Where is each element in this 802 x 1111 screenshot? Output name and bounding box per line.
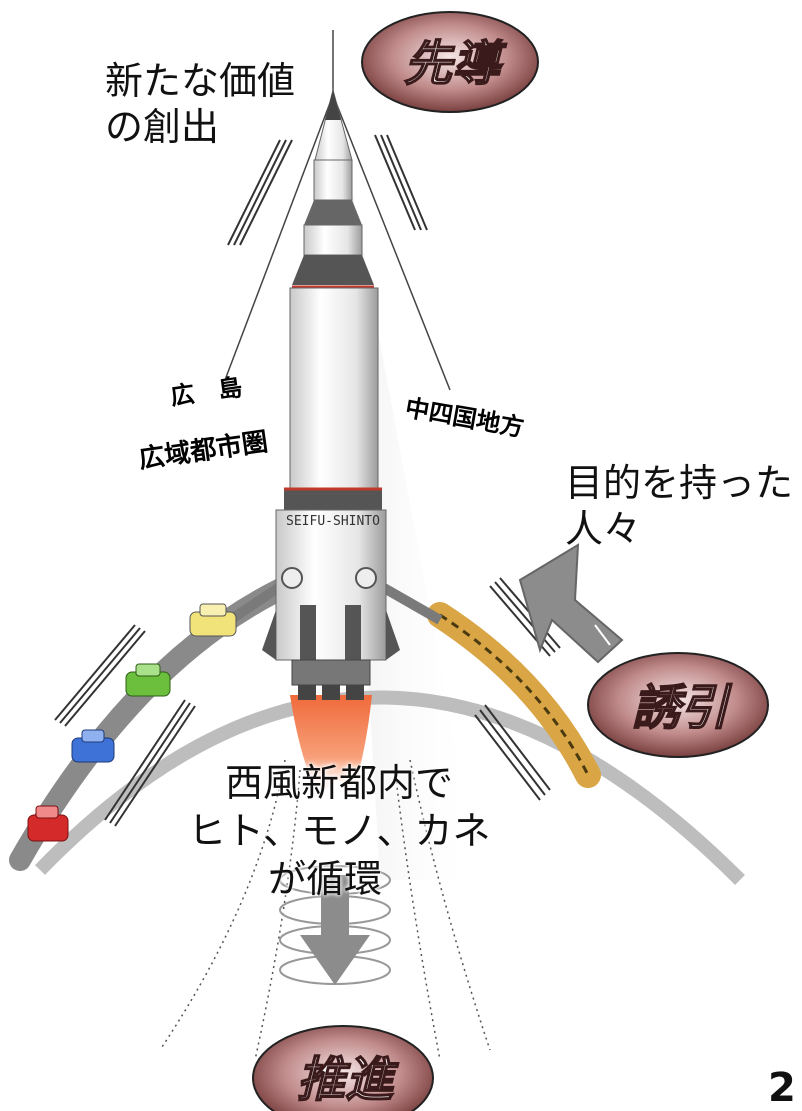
car-icon [27,805,69,842]
car-icon [125,663,171,697]
label-purposeful-people-line2: 人々 [565,507,642,551]
label-circulation-line1: 西風新都内で [225,761,454,805]
label-purposeful-people-line1: 目的を持った [565,461,794,505]
badge-top [361,11,539,113]
rocket-band-label: SEIFU-SHINTO [286,514,380,529]
badge-bottom-label: 推進 [297,1052,399,1108]
tip-lines [224,30,451,391]
label-new-value-line1: 新たな価値 [105,59,296,103]
label-circulation-line3: が循環 [268,857,383,901]
speed-lines [54,134,561,827]
badge-top-label: 先導 [404,36,507,92]
badge-right-label: 誘引 [632,680,733,736]
car-icon [189,603,237,637]
arrow-icon [300,875,370,985]
rocket-icon [227,88,443,700]
page-number: 2 [768,1065,796,1111]
car-icon [71,729,115,763]
label-new-value-line2: の創出 [105,105,220,149]
badge-bottom [252,1025,434,1111]
arc-track [34,690,745,885]
train-icon [427,602,601,788]
label-circulation-line2: ヒト、モノ、カネ [188,809,491,853]
dotted-flow [159,759,491,1061]
badge-right [587,652,769,758]
rocket-flame [290,695,372,800]
arrow-icon [518,543,624,664]
